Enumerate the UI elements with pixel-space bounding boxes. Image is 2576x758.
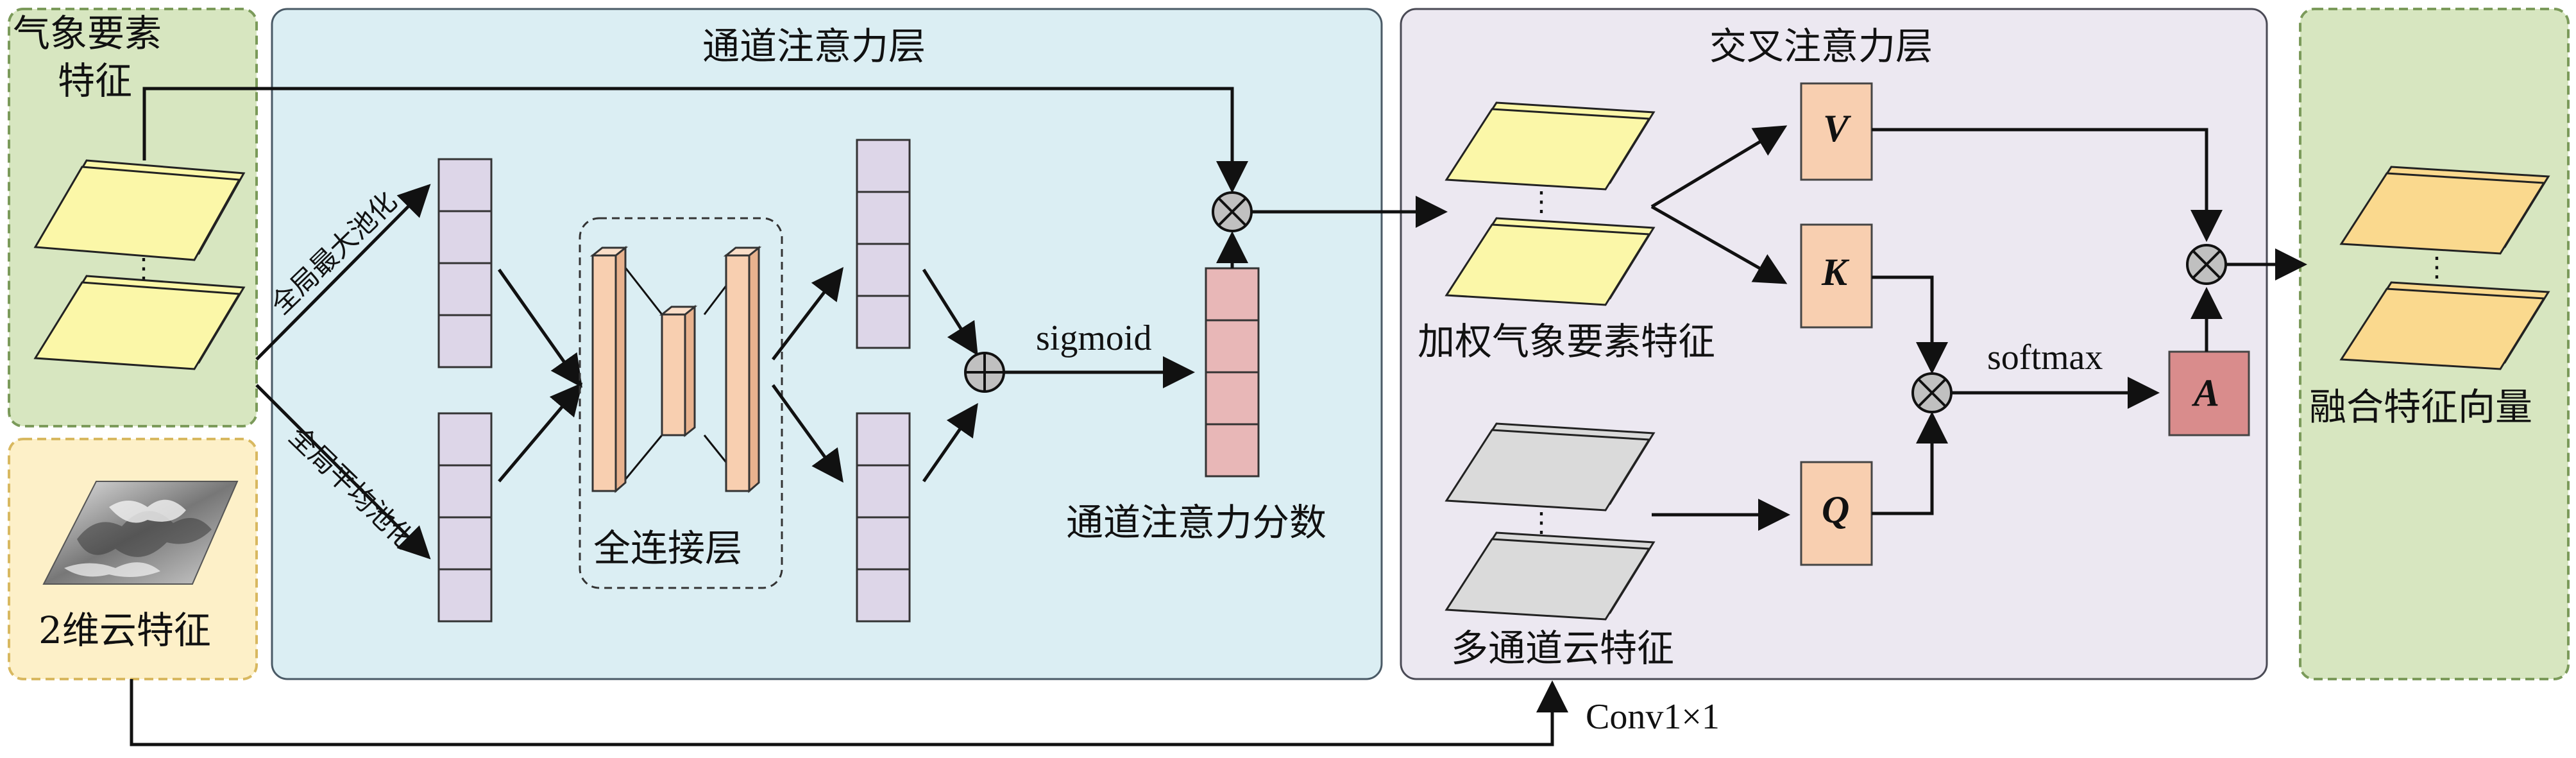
conv-label: Conv1×1 (1586, 697, 1720, 737)
cross-attention-panel: 交叉注意力层 (1400, 8, 2268, 680)
cloud-feature-stack: ⋮ (1445, 422, 1656, 621)
k-box: K (1800, 223, 1873, 329)
fused-ellipsis: ⋮ (2423, 251, 2450, 282)
fused-feature-stack: ⋮ (2339, 166, 2550, 370)
cloud-ellipsis: ⋮ (1528, 506, 1555, 538)
fc-layer: 全连接层 (579, 217, 783, 589)
fc-layer-output (723, 245, 762, 494)
v-branch (1650, 125, 1788, 209)
multiply-icon (1212, 191, 1253, 232)
a-label: A (2191, 372, 2219, 414)
weather-feature-stack: ⋮ (33, 159, 246, 370)
weather-title-line1: 气象要素 (13, 12, 162, 55)
v-box: V (1800, 82, 1873, 181)
q-label: Q (1822, 488, 1849, 531)
weather-ellipsis: ⋮ (130, 252, 157, 284)
weighted-feature-stack: ⋮ (1445, 101, 1656, 306)
cloud2d-panel-title: 2维云特征 (38, 608, 211, 652)
softmax-label: softmax (1987, 338, 2103, 377)
v-label: V (1823, 107, 1852, 150)
fc-layer-label: 全连接层 (593, 526, 742, 570)
weighted-features-label: 加权气象要素特征 (1418, 320, 1715, 363)
weather-panel-title: 气象要素特征 (13, 12, 162, 103)
fc-layer-hidden (659, 304, 698, 438)
plus-icon (964, 352, 1005, 393)
max-pool-vector (437, 158, 493, 368)
multichannel-cloud-label: 多通道云特征 (1451, 626, 1674, 670)
weather-skip-connection (142, 87, 1248, 193)
channel-attention-panel: 通道注意力层 (271, 8, 1383, 680)
channel-attention-title: 通道注意力层 (702, 24, 926, 68)
q-box: Q (1800, 461, 1873, 566)
weather-sheet-front-1 (33, 166, 241, 261)
cloud-image-icon (42, 481, 239, 585)
qk-multiply-icon (1911, 372, 1953, 413)
weighted-ellipsis: ⋮ (1528, 185, 1555, 217)
cross-attention-title: 交叉注意力层 (1709, 24, 1933, 68)
k-label: K (1821, 251, 1850, 293)
cloud-conv-path (130, 679, 1568, 746)
weather-title-line2: 特征 (58, 59, 132, 103)
k-branch (1650, 205, 1788, 284)
avg-pool-vector (437, 412, 493, 623)
fc-out-vector-bottom (856, 412, 911, 623)
weather-sheet-front-2 (33, 281, 241, 370)
output-panel-title: 融合特征向量 (2309, 385, 2532, 429)
channel-score-label: 通道注意力分数 (1066, 501, 1326, 544)
a-box: A (2168, 350, 2250, 436)
fc-out-vector-top (856, 139, 911, 349)
sigmoid-label: sigmoid (1036, 318, 1151, 358)
fc-layer-input (589, 245, 629, 494)
channel-score-vector (1205, 267, 1260, 478)
output-multiply-icon (2186, 244, 2227, 285)
